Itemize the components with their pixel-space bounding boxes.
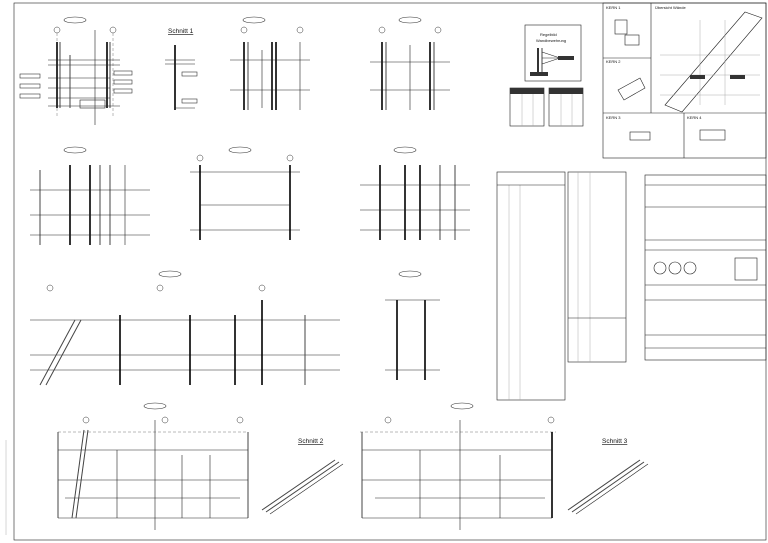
wall-elevation-1 — [19, 16, 133, 125]
wall-elevation-4 — [30, 146, 150, 245]
wall-elevation-2 — [230, 16, 310, 110]
section-3: Schnitt 3 — [567, 438, 649, 515]
section-1-title: Schnitt 1 — [168, 28, 194, 35]
kern-3-label: KERN 3 — [606, 115, 621, 120]
wall-elevation-8 — [385, 270, 440, 380]
wall-elevation-10 — [360, 402, 556, 530]
detail-subtitle: Wandbewehrung — [536, 38, 566, 43]
section-1: Schnitt 1 — [165, 28, 198, 110]
kern-1-label: KERN 1 — [606, 5, 621, 10]
wall-elevation-3 — [370, 16, 450, 110]
wall-elevation-5 — [190, 146, 300, 240]
kern-4-label: KERN 4 — [687, 115, 702, 120]
wall-elevation-7 — [30, 270, 340, 386]
steel-tables-small — [509, 87, 584, 127]
section-2-title: Schnitt 2 — [298, 438, 324, 445]
title-block — [644, 174, 767, 361]
detail-title: Regelbild — [540, 32, 557, 37]
overview-title: Übersicht Wände — [655, 5, 686, 10]
section-2: Schnitt 2 — [261, 438, 344, 515]
bending-schedule-table — [496, 171, 627, 401]
kern-overview-panel: KERN 1 KERN 2 KERN 3 KERN 4 Übersicht Wä… — [602, 2, 767, 159]
detail-regelbild: Regelbild Wandbewehrung — [524, 24, 582, 82]
section-3-title: Schnitt 3 — [602, 438, 628, 445]
kern-2-label: KERN 2 — [606, 59, 621, 64]
wall-elevation-9 — [57, 402, 249, 530]
wall-elevation-6 — [360, 146, 470, 240]
